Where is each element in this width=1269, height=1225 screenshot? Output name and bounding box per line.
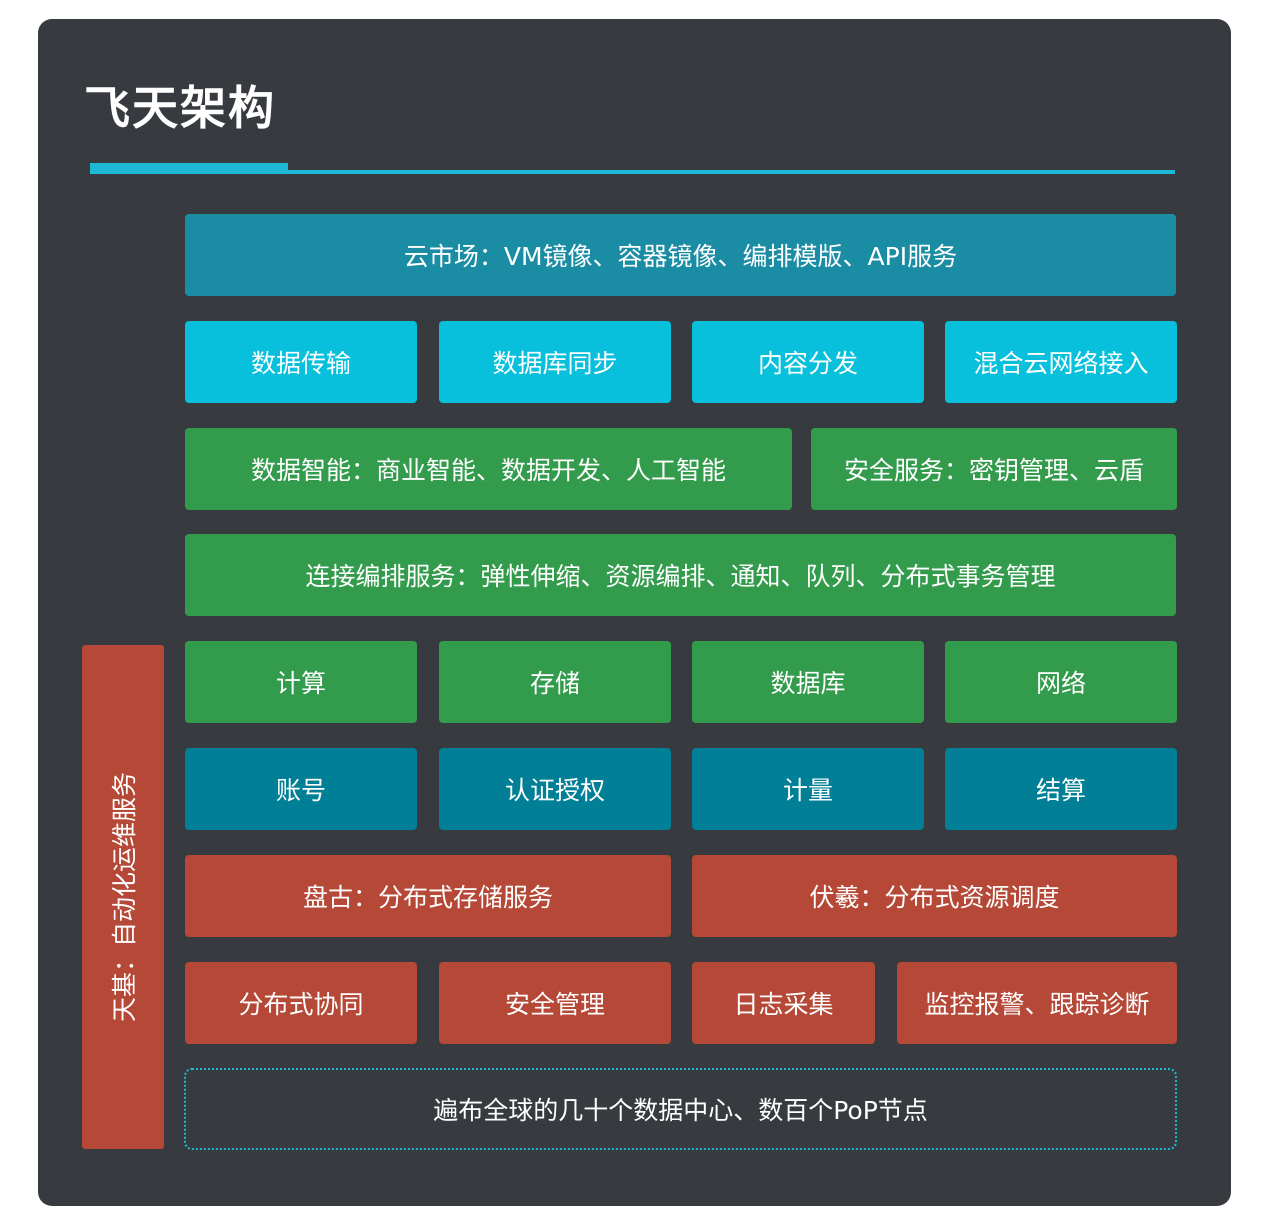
- cloud-market-layer: 云市场：VM镜像、容器镜像、编排模版、API服务: [185, 214, 1176, 296]
- billing-block: 结算: [945, 748, 1177, 830]
- data-intelligence-layer: 数据智能：商业智能、数据开发、人工智能: [185, 428, 792, 510]
- base-security-management: 安全管理: [439, 962, 671, 1044]
- datacenter-layer: 遍布全球的几十个数据中心、数百个PoP节点: [184, 1068, 1177, 1150]
- base-monitoring-tracing: 监控报警、跟踪诊断: [897, 962, 1177, 1044]
- security-service-layer: 安全服务：密钥管理、云盾: [811, 428, 1177, 510]
- core-network: 网络: [945, 641, 1177, 723]
- pangu-storage-layer: 盘古：分布式存储服务: [185, 855, 671, 937]
- metering-block: 计量: [692, 748, 924, 830]
- fuxi-scheduling-layer: 伏羲：分布式资源调度: [692, 855, 1177, 937]
- tianji-ops-label: 天基：自动化运维服务: [110, 771, 139, 1023]
- title-underline-accent: [90, 163, 288, 174]
- core-storage: 存储: [439, 641, 671, 723]
- service-hybrid-cloud-access: 混合云网络接入: [945, 321, 1177, 403]
- orchestration-layer: 连接编排服务：弹性伸缩、资源编排、通知、队列、分布式事务管理: [185, 534, 1176, 616]
- tianji-ops-sidebar: 天基：自动化运维服务: [82, 645, 164, 1149]
- service-database-sync: 数据库同步: [439, 321, 671, 403]
- service-data-transfer: 数据传输: [185, 321, 417, 403]
- service-content-delivery: 内容分发: [692, 321, 924, 403]
- title-underline: [90, 170, 1175, 174]
- base-distributed-coordination: 分布式协同: [185, 962, 417, 1044]
- account-block: 账号: [185, 748, 417, 830]
- authorization-block: 认证授权: [439, 748, 671, 830]
- page-title: 飞天架构: [84, 81, 276, 135]
- base-log-collection: 日志采集: [692, 962, 875, 1044]
- core-database: 数据库: [692, 641, 924, 723]
- core-compute: 计算: [185, 641, 417, 723]
